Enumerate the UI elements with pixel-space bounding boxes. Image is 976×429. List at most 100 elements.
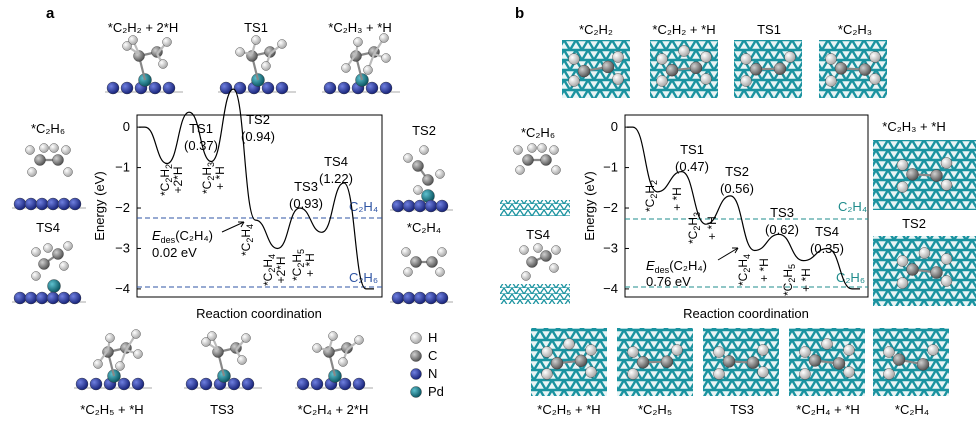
atom-n (57, 291, 71, 305)
structure-label: TS3 (730, 402, 754, 417)
atom-pd (47, 279, 61, 293)
atom-h (568, 75, 580, 87)
atom-h (568, 53, 580, 65)
intermediate-label: + *H (670, 187, 684, 211)
structure-label: *C₂H₅ + *H (537, 402, 600, 417)
atom-n (233, 81, 247, 95)
atom-h (437, 247, 447, 257)
intermediate-label: *C2H5 (290, 249, 306, 281)
atom-h (277, 39, 287, 49)
desorption-arrowhead (732, 247, 739, 254)
atom-h (410, 332, 422, 344)
atom-n (185, 377, 199, 391)
y-tick-label: −2 (115, 200, 130, 215)
atom-c (746, 356, 760, 369)
structure-label: TS1 (757, 22, 781, 37)
atom-c (892, 353, 906, 366)
y-ticks: 0−1−2−3−4 (603, 119, 629, 296)
atom-h (896, 277, 909, 289)
atom-h (521, 271, 531, 281)
atom-h (338, 357, 348, 367)
atom-n (24, 291, 38, 305)
structure-label: TS4 (36, 220, 60, 235)
structure-label: *C₂H₆ (521, 125, 555, 140)
atom-h (237, 355, 247, 365)
atom-c (264, 46, 276, 58)
atom-h (740, 53, 752, 65)
structure-label: *C₂H₃ + *H (328, 20, 391, 35)
atom-n (199, 377, 213, 391)
atom-c (665, 63, 679, 77)
ts-name: TS3 (294, 179, 318, 194)
atom-h (235, 47, 245, 57)
atom-c (540, 250, 552, 262)
atom-h (896, 181, 909, 193)
atom-n (13, 197, 27, 211)
intermediate-label: *C2H5 (781, 264, 797, 296)
panel-a-top-molecules (105, 33, 400, 95)
atom-h (207, 331, 217, 341)
atom-n (413, 199, 427, 213)
intermediate-label: *C2H4 (261, 254, 277, 286)
atom-n (35, 197, 49, 211)
atom-h (39, 143, 49, 153)
ts-value: (1.22) (319, 171, 353, 186)
atom-h (940, 157, 953, 169)
atom-c (34, 154, 46, 166)
atom-n (148, 81, 162, 95)
atom-c (906, 263, 919, 276)
atom-h (251, 35, 261, 45)
atom-h (261, 61, 271, 71)
atom-n (337, 81, 351, 95)
intermediate-label: *C2H2 (158, 164, 174, 196)
atom-h (896, 159, 909, 171)
x-axis-label: Reaction coordination (196, 306, 322, 321)
atom-n (352, 377, 366, 391)
ref-label-c2h4: C₂H₄ (349, 199, 378, 214)
atom-n (338, 377, 352, 391)
ts-name: TS2 (725, 164, 749, 179)
legend-label: C (428, 348, 437, 363)
atom-h (158, 59, 168, 69)
atom-n (435, 291, 449, 305)
structure-label: *C₂H₂ (579, 22, 613, 37)
structure-label: *C₂H₄ (895, 402, 929, 417)
atom-c (540, 154, 552, 166)
surface-slab (500, 200, 570, 216)
atom-h (403, 153, 413, 163)
atom-h (413, 185, 423, 195)
atom-h (551, 165, 561, 175)
atom-h (585, 344, 597, 356)
panel-a-bottom-molecules (74, 329, 373, 391)
atom-h (757, 366, 769, 378)
atom-h (678, 45, 690, 57)
structure-label: TS4 (526, 227, 550, 242)
atom-h (883, 368, 895, 380)
atom-h (541, 346, 553, 358)
atom-c (832, 357, 846, 370)
atom-n (275, 81, 289, 95)
atom-h (549, 145, 559, 155)
atom-h (312, 343, 322, 353)
y-tick-label: −4 (603, 281, 618, 296)
atom-h (201, 337, 211, 347)
panel-b-bottom-tiles (531, 328, 949, 396)
ts-name: TS1 (680, 142, 704, 157)
atom-h (700, 51, 712, 63)
intermediate-label: + *H (705, 216, 719, 240)
panel-a-side-molecules (12, 143, 453, 305)
chart-frame (136, 114, 383, 298)
ts-name: TS1 (189, 121, 213, 136)
atom-h (869, 73, 881, 85)
atom-c (601, 60, 615, 74)
atom-n (57, 197, 71, 211)
ts-name: TS2 (246, 112, 270, 127)
atom-n (402, 199, 416, 213)
atom-n (365, 81, 379, 95)
atom-h (612, 51, 624, 63)
structure-label: *C₂H₄ + *H (796, 402, 859, 417)
atom-c (689, 61, 703, 75)
ts-name: TS4 (324, 154, 348, 169)
atom-h (825, 75, 837, 87)
desorption-arrow (221, 221, 245, 233)
